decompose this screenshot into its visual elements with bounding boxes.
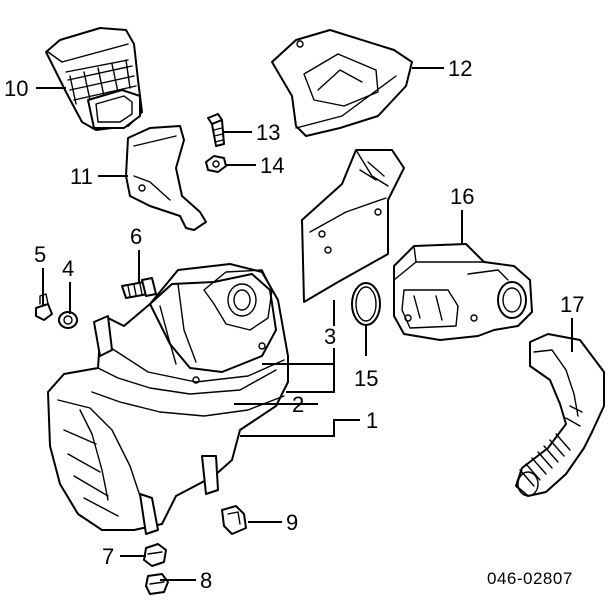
part-4-grommet bbox=[58, 311, 78, 329]
callout-3: 3 bbox=[324, 324, 336, 349]
part-16-air-flow-meter bbox=[393, 243, 533, 341]
callout-11: 11 bbox=[70, 164, 93, 189]
part-8-cushion bbox=[145, 573, 169, 595]
leader-lines bbox=[36, 67, 573, 581]
callout-16: 16 bbox=[450, 184, 474, 209]
part-12-cover bbox=[271, 29, 413, 137]
part-7-cushion bbox=[143, 543, 167, 567]
callout-5: 5 bbox=[34, 242, 46, 267]
callout-8: 8 bbox=[200, 568, 212, 593]
part-11-bracket bbox=[125, 125, 207, 231]
callout-1: 1 bbox=[366, 408, 378, 433]
part-5-clip bbox=[35, 293, 53, 321]
part-9-clamp bbox=[221, 505, 247, 535]
callout-6: 6 bbox=[130, 224, 142, 249]
part-6-bolt bbox=[121, 277, 157, 299]
callout-17: 17 bbox=[560, 292, 584, 317]
callout-labels: 10 11 12 13 14 6 5 4 16 17 3 15 2 1 9 7 … bbox=[4, 56, 584, 593]
callout-13: 13 bbox=[256, 120, 280, 145]
part-10-intake-duct bbox=[45, 27, 143, 131]
part-13-bolt bbox=[207, 113, 225, 147]
part-3-upper-cover bbox=[301, 149, 405, 303]
callout-7: 7 bbox=[102, 544, 114, 569]
part-15-o-ring bbox=[351, 282, 381, 326]
callout-9: 9 bbox=[286, 510, 298, 535]
part-1-2-air-cleaner-case bbox=[47, 263, 289, 535]
part-14-nut bbox=[205, 155, 227, 173]
callout-4: 4 bbox=[62, 256, 74, 281]
callout-15: 15 bbox=[354, 366, 378, 391]
callout-2: 2 bbox=[292, 392, 304, 417]
part-17-intake-hose bbox=[515, 333, 605, 497]
callout-14: 14 bbox=[260, 153, 284, 178]
callout-10: 10 bbox=[4, 76, 28, 101]
diagram-reference-code: 046-02807 bbox=[487, 569, 573, 588]
callout-12: 12 bbox=[448, 56, 472, 81]
